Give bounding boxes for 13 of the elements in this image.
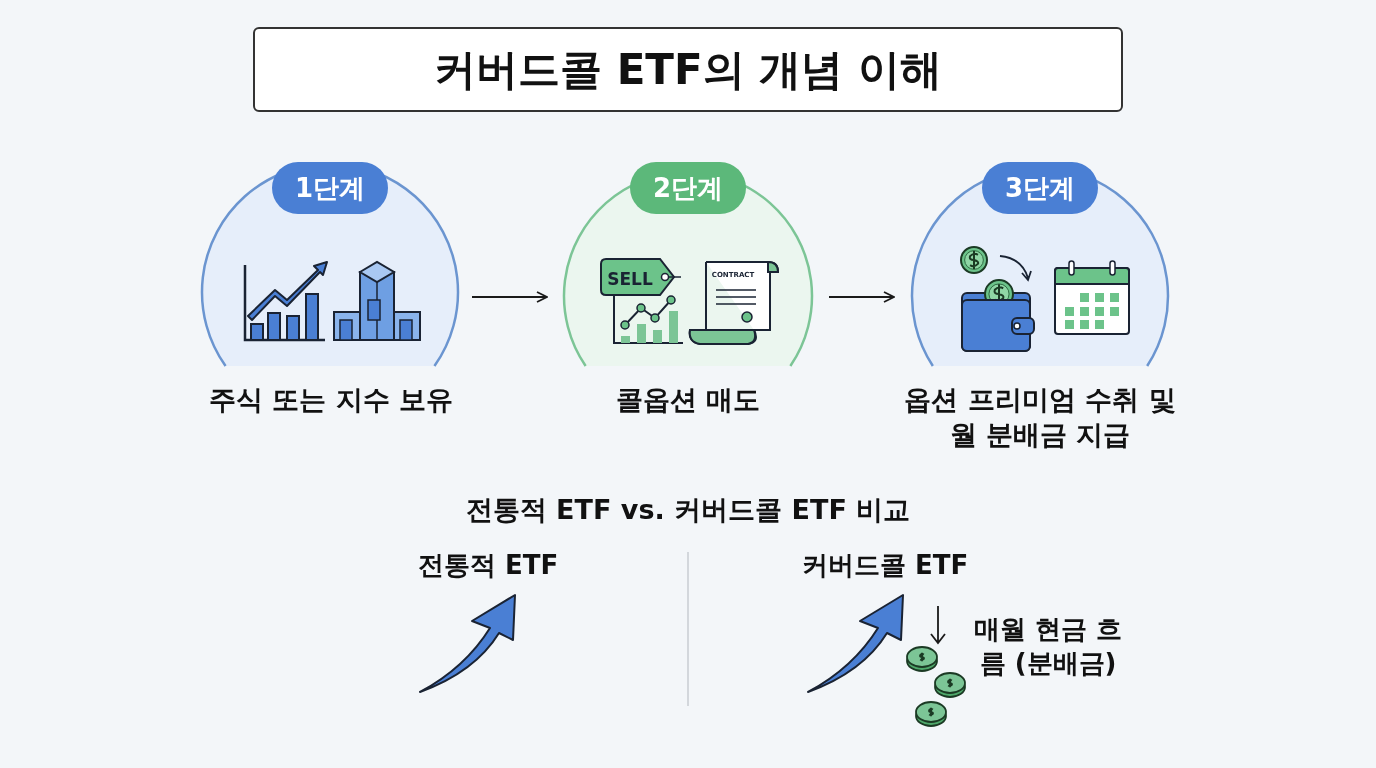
arrow: [471, 291, 548, 303]
step-badge: 1단계: [272, 162, 388, 214]
step-label: 옵션 프리미엄 수취 및 월 분배금 지급: [903, 383, 1177, 452]
step-label: 콜옵션 매도: [614, 383, 762, 417]
arrow: [828, 291, 895, 303]
column-heading: 커버드콜 ETF: [800, 549, 970, 582]
section-heading: 전통적 ETF vs. 커버드콜 ETF 비교: [464, 493, 912, 527]
note-text: 매월 현금 흐름 (분배금): [972, 613, 1124, 680]
title-box: 커버드콜 ETF의 개념 이해: [253, 27, 1123, 112]
step-label: 주식 또는 지수 보유: [207, 383, 455, 417]
column-heading: 전통적 ETF: [416, 549, 560, 582]
step-badge: 2단계: [630, 162, 746, 214]
step-badge: 3단계: [982, 162, 1098, 214]
